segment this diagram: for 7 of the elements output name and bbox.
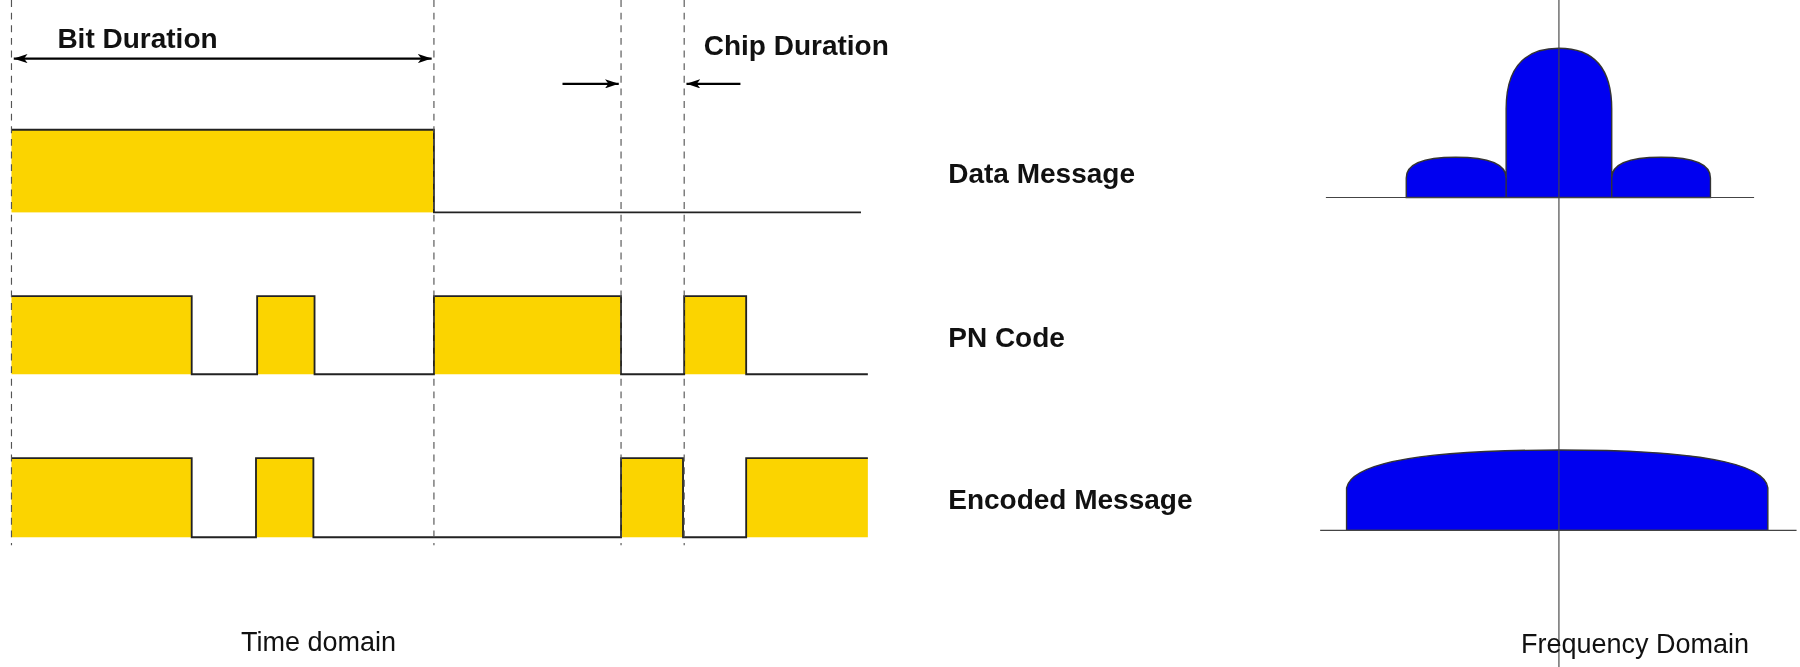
signal-label: Encoded Message bbox=[948, 485, 1193, 514]
dimension-label: Bit Duration bbox=[57, 25, 218, 54]
axis-caption: Time domain bbox=[241, 629, 397, 657]
dimension-label: Chip Duration bbox=[703, 32, 889, 61]
signal-label: PN Code bbox=[948, 323, 1065, 352]
signal-label: Data Message bbox=[948, 159, 1135, 188]
axis-caption: Frequency Domain bbox=[1521, 631, 1750, 659]
